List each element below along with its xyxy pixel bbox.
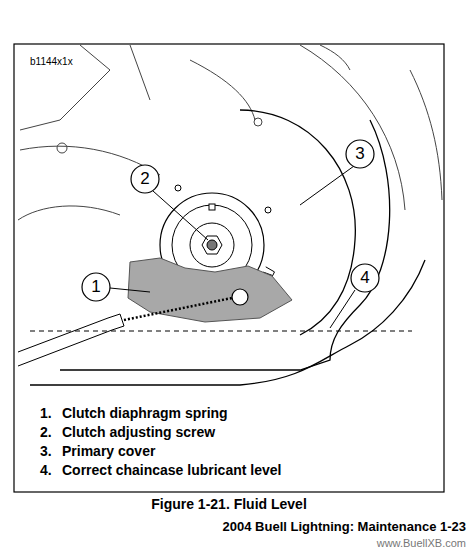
figure-caption: Figure 1-21. Fluid Level (151, 496, 307, 512)
callout-number: 2 (130, 164, 160, 194)
figure-code: b1144x1x (30, 56, 73, 67)
list-number: 4. (40, 462, 52, 478)
callout-circle: 3 (345, 139, 375, 169)
clutch-cable (18, 289, 248, 366)
primary-cover (30, 110, 425, 385)
callout-circle: 4 (350, 263, 380, 293)
list-number: 1. (40, 405, 52, 421)
callout-number: 4 (350, 263, 380, 293)
part-name: Primary cover (62, 443, 155, 459)
callout-number: 3 (345, 139, 375, 169)
callout-number: 1 (81, 272, 111, 302)
engine-outline (18, 45, 442, 220)
part-name: Correct chaincase lubricant level (62, 462, 281, 478)
figure-frame (14, 44, 444, 492)
callout-circle: 2 (130, 164, 160, 194)
leader-lines (110, 166, 355, 328)
diaphragm-spring (128, 258, 292, 322)
watermark: www.BuellXB.com (377, 537, 466, 549)
page-footer: 2004 Buell Lightning: Maintenance 1-23 (223, 519, 466, 534)
part-name: Clutch adjusting screw (62, 424, 215, 440)
fluid-level-line (30, 331, 412, 332)
callout-circle: 1 (81, 272, 111, 302)
list-number: 3. (40, 443, 52, 459)
part-name: Clutch diaphragm spring (62, 405, 228, 421)
list-number: 2. (40, 424, 52, 440)
